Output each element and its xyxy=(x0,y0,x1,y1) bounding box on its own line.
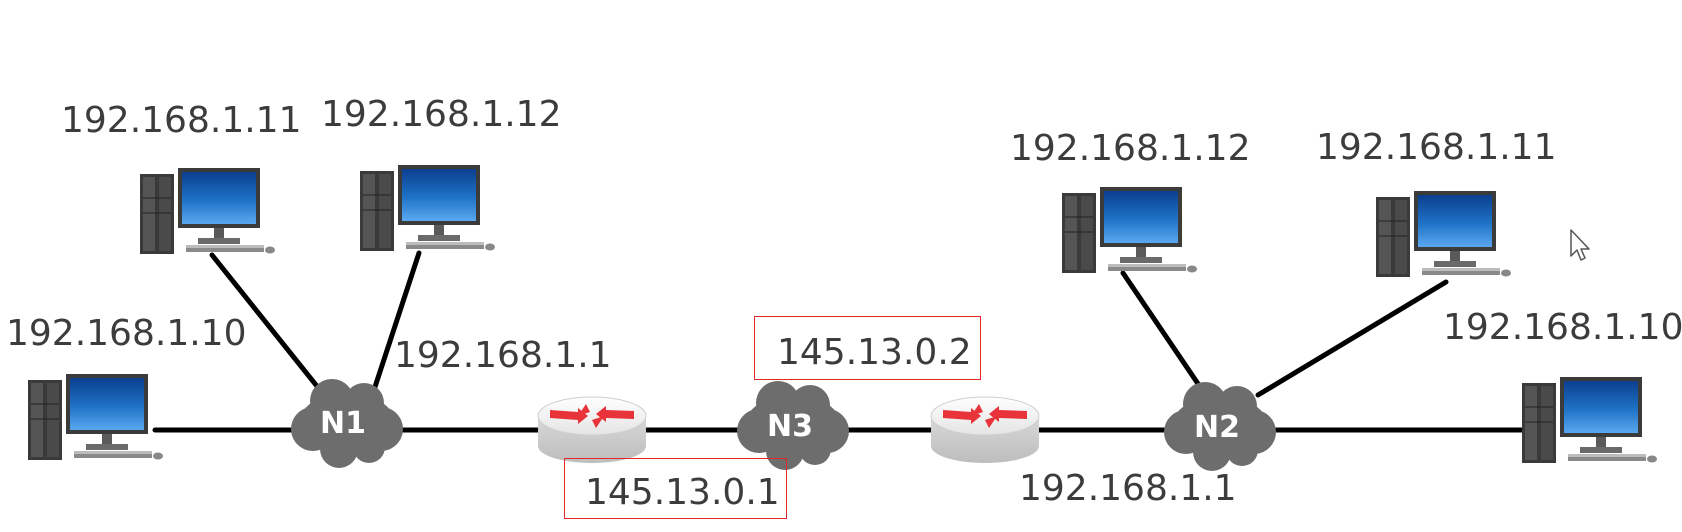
desktop-computer-icon[interactable] xyxy=(1375,190,1512,278)
ip-label-left-gateway: 192.168.1.1 xyxy=(394,335,612,376)
highlight-box-right-router-ip: 145.13.0.2 xyxy=(754,316,981,380)
ip-label-left-pc-c: 192.168.1.10 xyxy=(6,313,247,354)
network-n2[interactable]: N2 xyxy=(1164,382,1276,471)
desktop-computer-icon[interactable] xyxy=(1061,186,1198,274)
ip-label-right-pc-a: 192.168.1.12 xyxy=(1010,128,1251,169)
highlight-box-left-router-ip: 145.13.0.1 xyxy=(564,458,787,519)
network-label-n1: N1 xyxy=(320,406,366,441)
network-n1[interactable]: N1 xyxy=(291,379,403,468)
network-label-n3: N3 xyxy=(767,409,813,444)
link-n2-pc-192-168-1-11 xyxy=(1255,279,1449,398)
ip-label-right-gateway: 192.168.1.1 xyxy=(1019,468,1237,509)
link-n2-pc-192-168-1-12 xyxy=(1120,270,1212,403)
ip-label-left-pc-a: 192.168.1.11 xyxy=(61,100,302,141)
ip-label-right-pc-b: 192.168.1.11 xyxy=(1316,127,1557,168)
link-n1-pc-192-168-1-12 xyxy=(370,250,422,396)
network-label-n2: N2 xyxy=(1194,410,1240,445)
desktop-computer-icon[interactable] xyxy=(139,167,276,255)
network-n3[interactable]: N3 xyxy=(737,381,849,470)
link-n1-pc-192-168-1-11 xyxy=(209,252,327,398)
ip-label-left-pc-b: 192.168.1.12 xyxy=(321,94,562,135)
desktop-computer-icon[interactable] xyxy=(359,164,496,252)
mouse-cursor-icon xyxy=(1570,229,1590,261)
ip-label-wan-left-router: 145.13.0.1 xyxy=(585,472,780,513)
desktop-computer-icon[interactable] xyxy=(27,373,164,461)
router-icon[interactable] xyxy=(930,396,1040,464)
ip-label-wan-right-router: 145.13.0.2 xyxy=(777,332,972,373)
router-icon[interactable] xyxy=(537,396,647,464)
desktop-computer-icon[interactable] xyxy=(1521,376,1658,464)
ip-label-right-pc-c: 192.168.1.10 xyxy=(1443,307,1682,348)
